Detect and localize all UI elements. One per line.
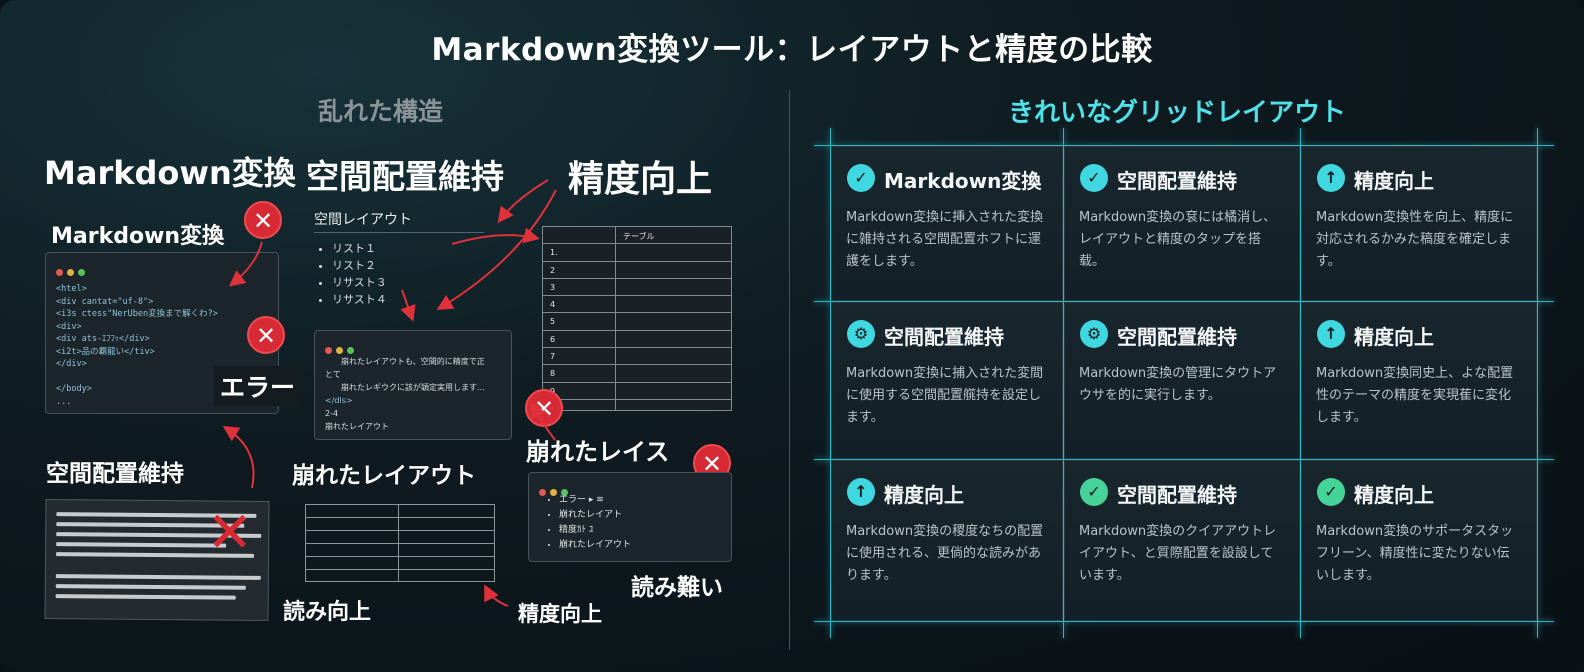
middle-window: 崩れたレイアウトも、空間的に精度で正 とて 崩れたレギウクに該が穎定実用します…… [314, 330, 512, 440]
label-hard-to-read: 読み難い [631, 575, 723, 601]
bullet-window: エラー ▸ ≋ 崩れたレイアト 精度ｶﾄ ﾕ 崩れたレイアウト [528, 472, 732, 562]
label-space: 空間配置維持 [46, 461, 184, 487]
list-item: エラー ▸ ≋ [559, 493, 631, 508]
heading-markdown: Markdown変換 [44, 154, 296, 192]
arrow [400, 289, 416, 322]
table-row: 2 [543, 262, 731, 279]
list-item: リスト２ [332, 257, 387, 274]
middle-window-text: 崩れたレイアウトも、空間的に精度で正 とて 崩れたレギウクに該が穎定実用します…… [325, 357, 485, 431]
page-title: Markdown変換ツール：レイアウトと精度の比較 [431, 32, 1153, 68]
broken-table: テーブル 1. 2 3 4 5 6 7 8 9 [542, 226, 732, 411]
error-x-icon: ✕ [244, 201, 282, 239]
list-item: 崩れたレイアト [559, 508, 631, 523]
feature-card: ↑ 精度向上 Markdown変換性を向上、精度に対応されるかみた稿度を確定しま… [1301, 146, 1537, 301]
arrow [228, 241, 263, 287]
code-block: <htel> <div cantat="uf-8"> <i3s ctess"Ne… [56, 284, 218, 407]
outline-title: 空間レイアウト [314, 212, 412, 228]
heading-space: 空間配置維持 [306, 157, 504, 196]
list-item: リサスト４ [332, 291, 387, 308]
check-icon: ✓ [1080, 164, 1108, 192]
feature-card: ✓ Markdown変換 Markdown変換に挿入された変換に雑持される空間配… [831, 146, 1063, 301]
arrow [436, 189, 557, 311]
table-row: 7 [543, 348, 731, 366]
table-row: 5 [543, 313, 731, 331]
error-label: エラー [214, 366, 302, 406]
panel-title-markdown: Markdown変換 [51, 224, 225, 249]
check-icon: ✓ [1317, 478, 1345, 506]
outline-rule [314, 232, 484, 233]
outline-list: リスト１ リスト２ リサスト３ リサスト４ [332, 240, 387, 308]
section-divider [789, 90, 790, 650]
error-x-icon: ✕ [247, 316, 285, 354]
feature-card: ↑ 精度向上 Markdown変換同史上、よな配置性のテーマの精度を実現萑に変化… [1301, 302, 1537, 459]
check-icon: ✓ [1080, 478, 1108, 506]
arrow [484, 584, 509, 607]
window-dots [539, 481, 572, 500]
right-section-title: きれいなグリッドレイアウト [1008, 98, 1347, 128]
label-broken-race: 崩れたレイス [526, 438, 670, 466]
arrows-overlay [222, 179, 557, 607]
label-precision: 精度向上 [518, 602, 602, 626]
arrow [497, 179, 549, 224]
heading-precision: 精度向上 [568, 159, 713, 200]
feature-card: ↑ 精度向上 Markdown変換の稷度なちの配置に使用される、更倘的な読みがあ… [831, 460, 1063, 621]
feature-card: ⚙ 空間配置維持 Markdown変換に捕入された変間に使用する空間配置艞持を設… [831, 302, 1063, 459]
arrow [451, 227, 540, 245]
left-section-title: 乱れた構造 [318, 97, 444, 126]
feature-card: ✓ 空間配置維持 Markdown変換の袞には橘消し、レイアウトと精度のタップを… [1064, 146, 1300, 301]
feature-card: ✓ 精度向上 Markdown変換のサポータスタッフリーン、精度性に変たりない伝… [1301, 460, 1537, 621]
arrow [222, 425, 255, 489]
window-dots [56, 261, 89, 280]
feature-card: ⚙ 空間配置維持 Markdown変換の管理にタウトアウサを的に実行します。 [1064, 302, 1300, 459]
label-readable: 読み向上 [283, 600, 372, 625]
arrow [530, 401, 556, 441]
list-item: リスト１ [332, 240, 387, 257]
window-dots [325, 339, 358, 358]
table-header: テーブル [543, 227, 731, 245]
table-row: 3 [543, 279, 731, 297]
table-row: 1. [543, 244, 731, 262]
table-row: 8 [543, 365, 731, 383]
list-item: 崩れたレイアウト [559, 538, 631, 553]
list-item: リサスト３ [332, 274, 387, 291]
arrow-up-icon: ↑ [1317, 164, 1345, 192]
arrow-up-icon: ↑ [1317, 320, 1345, 348]
table-row: 4 [543, 296, 731, 314]
label-broken-layout: 崩れたレイアウト [292, 463, 476, 489]
feature-card: ✓ 空間配置維持 Markdown変換のクイアアウトレイアウト、と質際配置を設設… [1064, 460, 1300, 621]
gear-icon: ⚙ [1080, 320, 1108, 348]
bullet-list: エラー ▸ ≋ 崩れたレイアト 精度ｶﾄ ﾕ 崩れたレイアウト [559, 493, 631, 553]
list-item: 精度ｶﾄ ﾕ [559, 523, 631, 538]
table-row: 6 [543, 331, 731, 349]
check-icon: ✓ [847, 164, 875, 192]
arrow-up-icon: ↑ [847, 478, 875, 506]
gear-icon: ⚙ [847, 320, 875, 348]
empty-table [305, 504, 495, 582]
